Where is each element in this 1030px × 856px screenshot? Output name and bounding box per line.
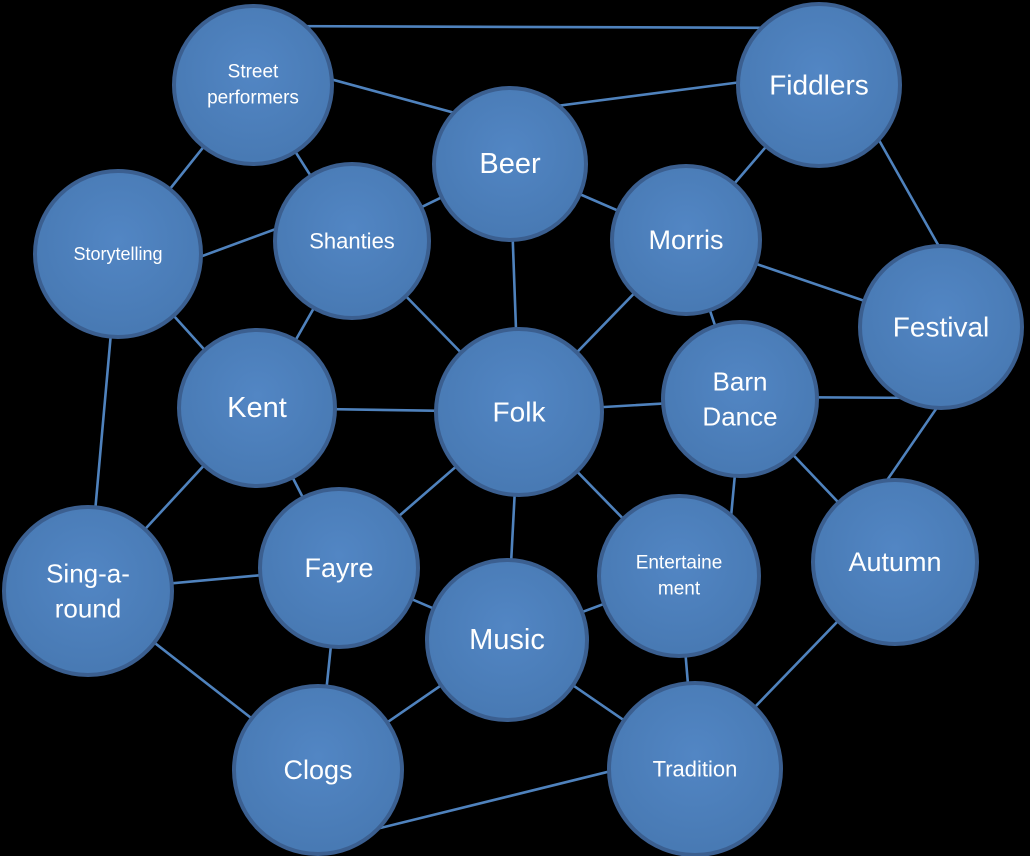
node-street-performers-circle [172,4,334,166]
edge-street-performers--fiddlers [251,24,821,30]
node-clogs-circle [232,684,404,856]
node-beer-label: Beer [479,148,541,180]
node-label-line: Sing-a- [46,559,130,589]
node-entertainement: Entertaine ment [597,494,761,658]
node-label-line: Dance [702,402,777,432]
node-label-line: Entertaine [636,553,723,574]
node-autumn: Autumn [811,478,979,646]
node-fayre-circle [258,487,420,649]
node-festival-circle [858,244,1024,410]
node-fiddlers: Fiddlers [736,2,902,168]
node-label-line: Fayre [304,553,373,583]
node-kent-label: Kent [227,392,287,424]
node-clogs-label: Clogs [283,755,352,785]
node-label-line: Music [469,624,545,656]
node-shanties-label: Shanties [309,229,395,254]
node-fiddlers-label: Fiddlers [769,70,869,101]
node-morris: Morris [610,164,762,316]
node-sing-a-round: Sing-a-round [2,505,174,677]
node-sing-a-round-circle [2,505,174,677]
node-music: Music [425,558,589,722]
node-entertainement-label: Entertaine ment [636,553,723,600]
node-label-line: Beer [479,148,541,180]
node-folk-label: Folk [493,397,547,428]
node-sing-a-round-label: Sing-a-round [46,559,130,624]
node-fayre: Fayre [258,487,420,649]
node-label-line: Morris [649,225,724,255]
node-tradition-circle [607,681,783,856]
node-tradition-label: Tradition [653,757,738,782]
node-festival-label: Festival [893,312,989,343]
node-barn-dance-circle [661,320,819,478]
node-label-line: Fiddlers [769,70,869,101]
node-shanties: Shanties [273,162,431,320]
node-label-line: Kent [227,392,287,424]
node-morris-label: Morris [649,225,724,255]
node-shanties-circle [273,162,431,320]
node-entertainement-circle [597,494,761,658]
node-kent-circle [177,328,337,488]
node-label-line: performers [207,88,299,109]
node-morris-circle [610,164,762,316]
node-label-line: Folk [493,397,547,428]
node-label-line: Tradition [653,757,738,782]
node-storytelling-circle [33,169,203,339]
node-autumn-circle [811,478,979,646]
node-autumn-label: Autumn [848,547,941,577]
node-label-line: Autumn [848,547,941,577]
node-storytelling-label: Storytelling [73,244,162,264]
node-beer-circle [432,86,588,242]
node-music-label: Music [469,624,545,656]
node-label-line: Festival [893,312,989,343]
node-folk: Folk [434,327,604,497]
node-storytelling: Storytelling [33,169,203,339]
node-street-performers: Street performers [172,4,334,166]
node-music-circle [425,558,589,722]
node-fiddlers-circle [736,2,902,168]
node-label-line: Barn [713,367,768,397]
node-label-line: Shanties [309,229,395,254]
node-label-line: Clogs [283,755,352,785]
node-label-line: Street [228,62,279,83]
node-folk-circle [434,327,604,497]
node-fayre-label: Fayre [304,553,373,583]
node-label-line: Storytelling [73,244,162,264]
node-clogs: Clogs [232,684,404,856]
node-street-performers-label: Street performers [207,62,299,109]
node-tradition: Tradition [607,681,783,856]
node-beer: Beer [432,86,588,242]
node-festival: Festival [858,244,1024,410]
node-label-line: ment [658,579,701,600]
node-kent: Kent [177,328,337,488]
node-label-line: round [55,594,122,624]
